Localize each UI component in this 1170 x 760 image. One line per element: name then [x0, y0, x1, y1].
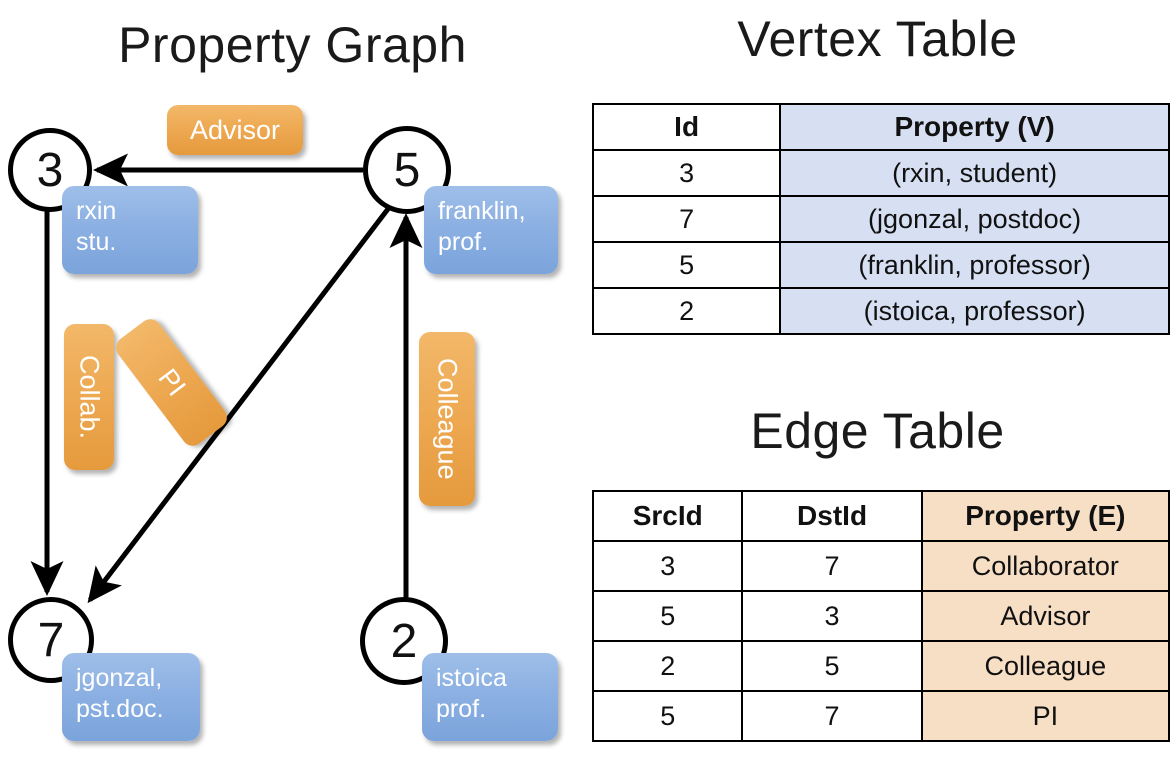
vertex-row-3-property: (istoica, professor): [779, 287, 1170, 335]
table-row[interactable]: 3 7 Collaborator: [591, 540, 1170, 592]
table-row[interactable]: 7 (jgonzal, postdoc): [591, 195, 1170, 243]
table-row[interactable]: 3 (rxin, student): [591, 149, 1170, 197]
page-title-vertex-table: Vertex Table: [737, 11, 1018, 67]
table-row[interactable]: 5 7 PI: [591, 690, 1170, 742]
edge-label-advisor-text: Advisor: [189, 114, 281, 145]
vertex-property-box-5[interactable]: franklin, prof.: [424, 186, 558, 274]
vertex-row-0-id: 3: [591, 149, 782, 197]
vertex-table-header-row: Id Property (V): [591, 103, 1170, 151]
edge-label-collab-text: Collab.: [74, 354, 105, 440]
edge-table-header-property: Property (E): [920, 490, 1170, 542]
edge-row-2-src: 2: [591, 640, 744, 692]
property-graph-diagram: 3 5 7 2 rxin stu. franklin, prof. jgonza…: [8, 105, 558, 741]
vertex-property-5-line2: prof.: [438, 228, 489, 256]
vertex-property-7-line1: jgonzal,: [76, 664, 163, 692]
vertex-property-2-line2: prof.: [436, 695, 487, 723]
page-title-edge-table: Edge Table: [750, 403, 1005, 459]
page-title-property-graph: Property Graph: [118, 17, 467, 73]
vertex-node-2-id: 2: [390, 614, 418, 668]
vertex-row-2-property: (franklin, professor): [779, 241, 1170, 289]
edge-row-1-src: 5: [591, 590, 744, 642]
vertex-property-3-line1: rxin: [76, 197, 117, 225]
edge-label-colleague[interactable]: Colleague: [419, 332, 475, 506]
vertex-property-box-2[interactable]: istoica prof.: [422, 653, 558, 741]
edge-row-0-src: 3: [591, 540, 744, 592]
edge-table-header-dstid: DstId: [741, 490, 923, 542]
vertex-table-header-id: Id: [591, 103, 782, 151]
vertex-property-3-line2: stu.: [76, 228, 117, 256]
edge-row-0-dst: 7: [741, 540, 923, 592]
vertex-table: Id Property (V) 3 (rxin, student) 7 (jgo…: [591, 103, 1170, 335]
edge-row-3-src: 5: [591, 690, 744, 742]
edge-row-1-property: Advisor: [920, 590, 1170, 642]
table-row[interactable]: 2 (istoica, professor): [591, 287, 1170, 335]
edge-label-colleague-text: Colleague: [432, 358, 463, 480]
vertex-property-5-line1: franklin,: [438, 197, 526, 225]
table-row[interactable]: 5 3 Advisor: [591, 590, 1170, 642]
edge-row-2-dst: 5: [741, 640, 923, 692]
edge-row-2-property: Colleague: [920, 640, 1170, 692]
edge-label-advisor[interactable]: Advisor: [167, 105, 303, 155]
vertex-node-7-id: 7: [37, 613, 65, 667]
edge-table-header-row: SrcId DstId Property (E): [591, 490, 1170, 542]
vertex-row-1-property: (jgonzal, postdoc): [779, 195, 1170, 243]
edge-label-pi-text: PI: [152, 362, 192, 402]
vertex-row-1-id: 7: [591, 195, 782, 243]
vertex-node-5-id: 5: [393, 143, 421, 197]
edge-row-1-dst: 3: [741, 590, 923, 642]
edge-table-header-srcid: SrcId: [591, 490, 744, 542]
vertex-property-box-7[interactable]: jgonzal, pst.doc.: [62, 653, 200, 741]
edge-row-3-property: PI: [920, 690, 1170, 742]
vertex-property-7-line2: pst.doc.: [76, 695, 164, 723]
vertex-node-3-id: 3: [36, 143, 64, 197]
vertex-node-5[interactable]: 5: [363, 126, 451, 214]
edge-label-collab[interactable]: Collab.: [64, 324, 114, 470]
vertex-table-header-property: Property (V): [779, 103, 1170, 151]
vertex-row-2-id: 5: [591, 241, 782, 289]
vertex-node-2[interactable]: 2: [360, 597, 448, 685]
vertex-row-0-property: (rxin, student): [779, 149, 1170, 197]
edge-table: SrcId DstId Property (E) 3 7 Collaborato…: [591, 490, 1170, 742]
vertex-property-box-3[interactable]: rxin stu.: [62, 186, 198, 274]
table-row[interactable]: 2 5 Colleague: [591, 640, 1170, 692]
edge-label-pi[interactable]: PI: [111, 314, 232, 451]
table-row[interactable]: 5 (franklin, professor): [591, 241, 1170, 289]
edge-row-0-property: Collaborator: [920, 540, 1170, 592]
vertex-property-2-line1: istoica: [436, 664, 507, 692]
edge-row-3-dst: 7: [741, 690, 923, 742]
vertex-row-3-id: 2: [591, 287, 782, 335]
